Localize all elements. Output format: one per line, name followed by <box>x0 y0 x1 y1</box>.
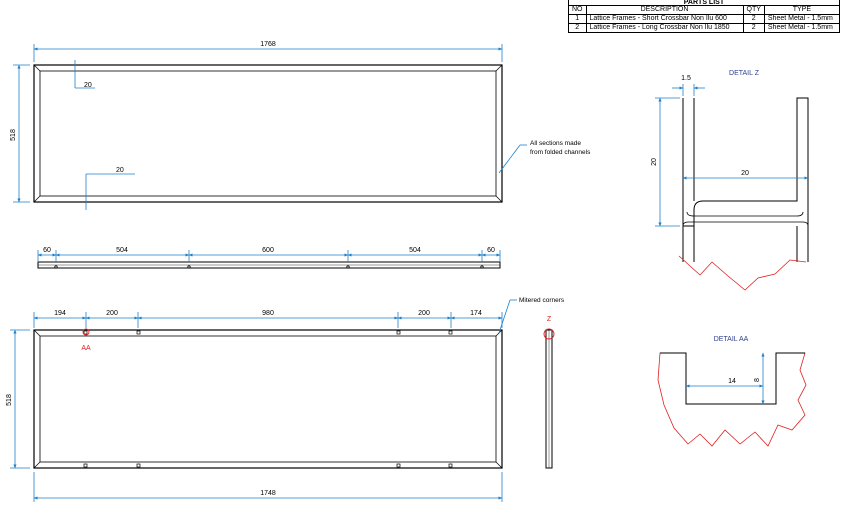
top-inset-dimension: 20 <box>84 82 92 89</box>
parts-row-qty: 2 <box>742 23 765 33</box>
strip-dim: 60 <box>43 247 51 254</box>
sections-note-line2: from folded channels <box>530 149 591 156</box>
top-frame-inner <box>39 70 497 197</box>
bottom-spacing-dim: 980 <box>262 310 274 317</box>
detail-z-break-line <box>678 255 807 291</box>
detail-aa-marker <box>82 328 90 336</box>
bottom-spacing-dim: 200 <box>418 310 430 317</box>
top-width-dimension: 1768 <box>260 41 276 48</box>
top-frame-outer <box>33 64 503 203</box>
bottom-spacing-dim: 174 <box>470 310 482 317</box>
detail-z-view: DETAIL Z 1.5 20 20 <box>651 70 809 291</box>
detail-aa-height-dim: 8 <box>754 378 761 382</box>
strip-dim: 60 <box>487 247 495 254</box>
bottom-frame-inner <box>39 335 497 463</box>
detail-z-thickness-dim: 1.5 <box>681 75 691 82</box>
detail-aa-view: DETAIL AA 14 8 <box>657 336 807 447</box>
bottom-frame-outer <box>33 329 503 469</box>
detail-z-title: DETAIL Z <box>729 70 760 77</box>
parts-list-table: PARTS LIST NO DESCRIPTION QTY TYPE 1 Lat… <box>568 0 840 33</box>
detail-aa-break-line <box>657 352 807 447</box>
strip-dim: 504 <box>116 247 128 254</box>
sections-note-line1: All sections made <box>530 140 581 147</box>
detail-z-marker-label: Z <box>547 316 552 323</box>
strip-view: 60 504 600 504 60 <box>37 247 501 269</box>
bottom-spacing-dim: 194 <box>54 310 66 317</box>
detail-aa-marker-label: AA <box>81 345 91 352</box>
parts-row: 2 Lattice Frames - Long Crossbar Non Ilu… <box>568 23 840 33</box>
detail-z-marker <box>543 328 555 340</box>
strip-dim: 600 <box>262 247 274 254</box>
bottom-spacing-dim: 200 <box>106 310 118 317</box>
strip-dim: 504 <box>409 247 421 254</box>
parts-row-type: Sheet Metal - 1.5mm <box>763 23 840 33</box>
mitered-corners-note: Mitered corners <box>519 297 565 304</box>
bottom-frame-view: 194 200 980 200 174 Mitered corners 518 … <box>6 297 565 502</box>
detail-aa-width-dim: 14 <box>728 378 736 385</box>
detail-z-height-dim: 20 <box>651 158 658 166</box>
top-frame-view: 1768 518 20 20 All sections made from fo… <box>10 41 591 210</box>
side-view: Z <box>543 316 555 469</box>
top-height-dimension: 518 <box>10 129 17 141</box>
bottom-width-dimension: 1748 <box>260 490 276 497</box>
bottom-height-dimension: 518 <box>6 394 13 406</box>
detail-aa-title: DETAIL AA <box>714 336 749 343</box>
detail-z-width-dim: 20 <box>741 170 749 177</box>
bottom-inset-dimension: 20 <box>116 167 124 174</box>
